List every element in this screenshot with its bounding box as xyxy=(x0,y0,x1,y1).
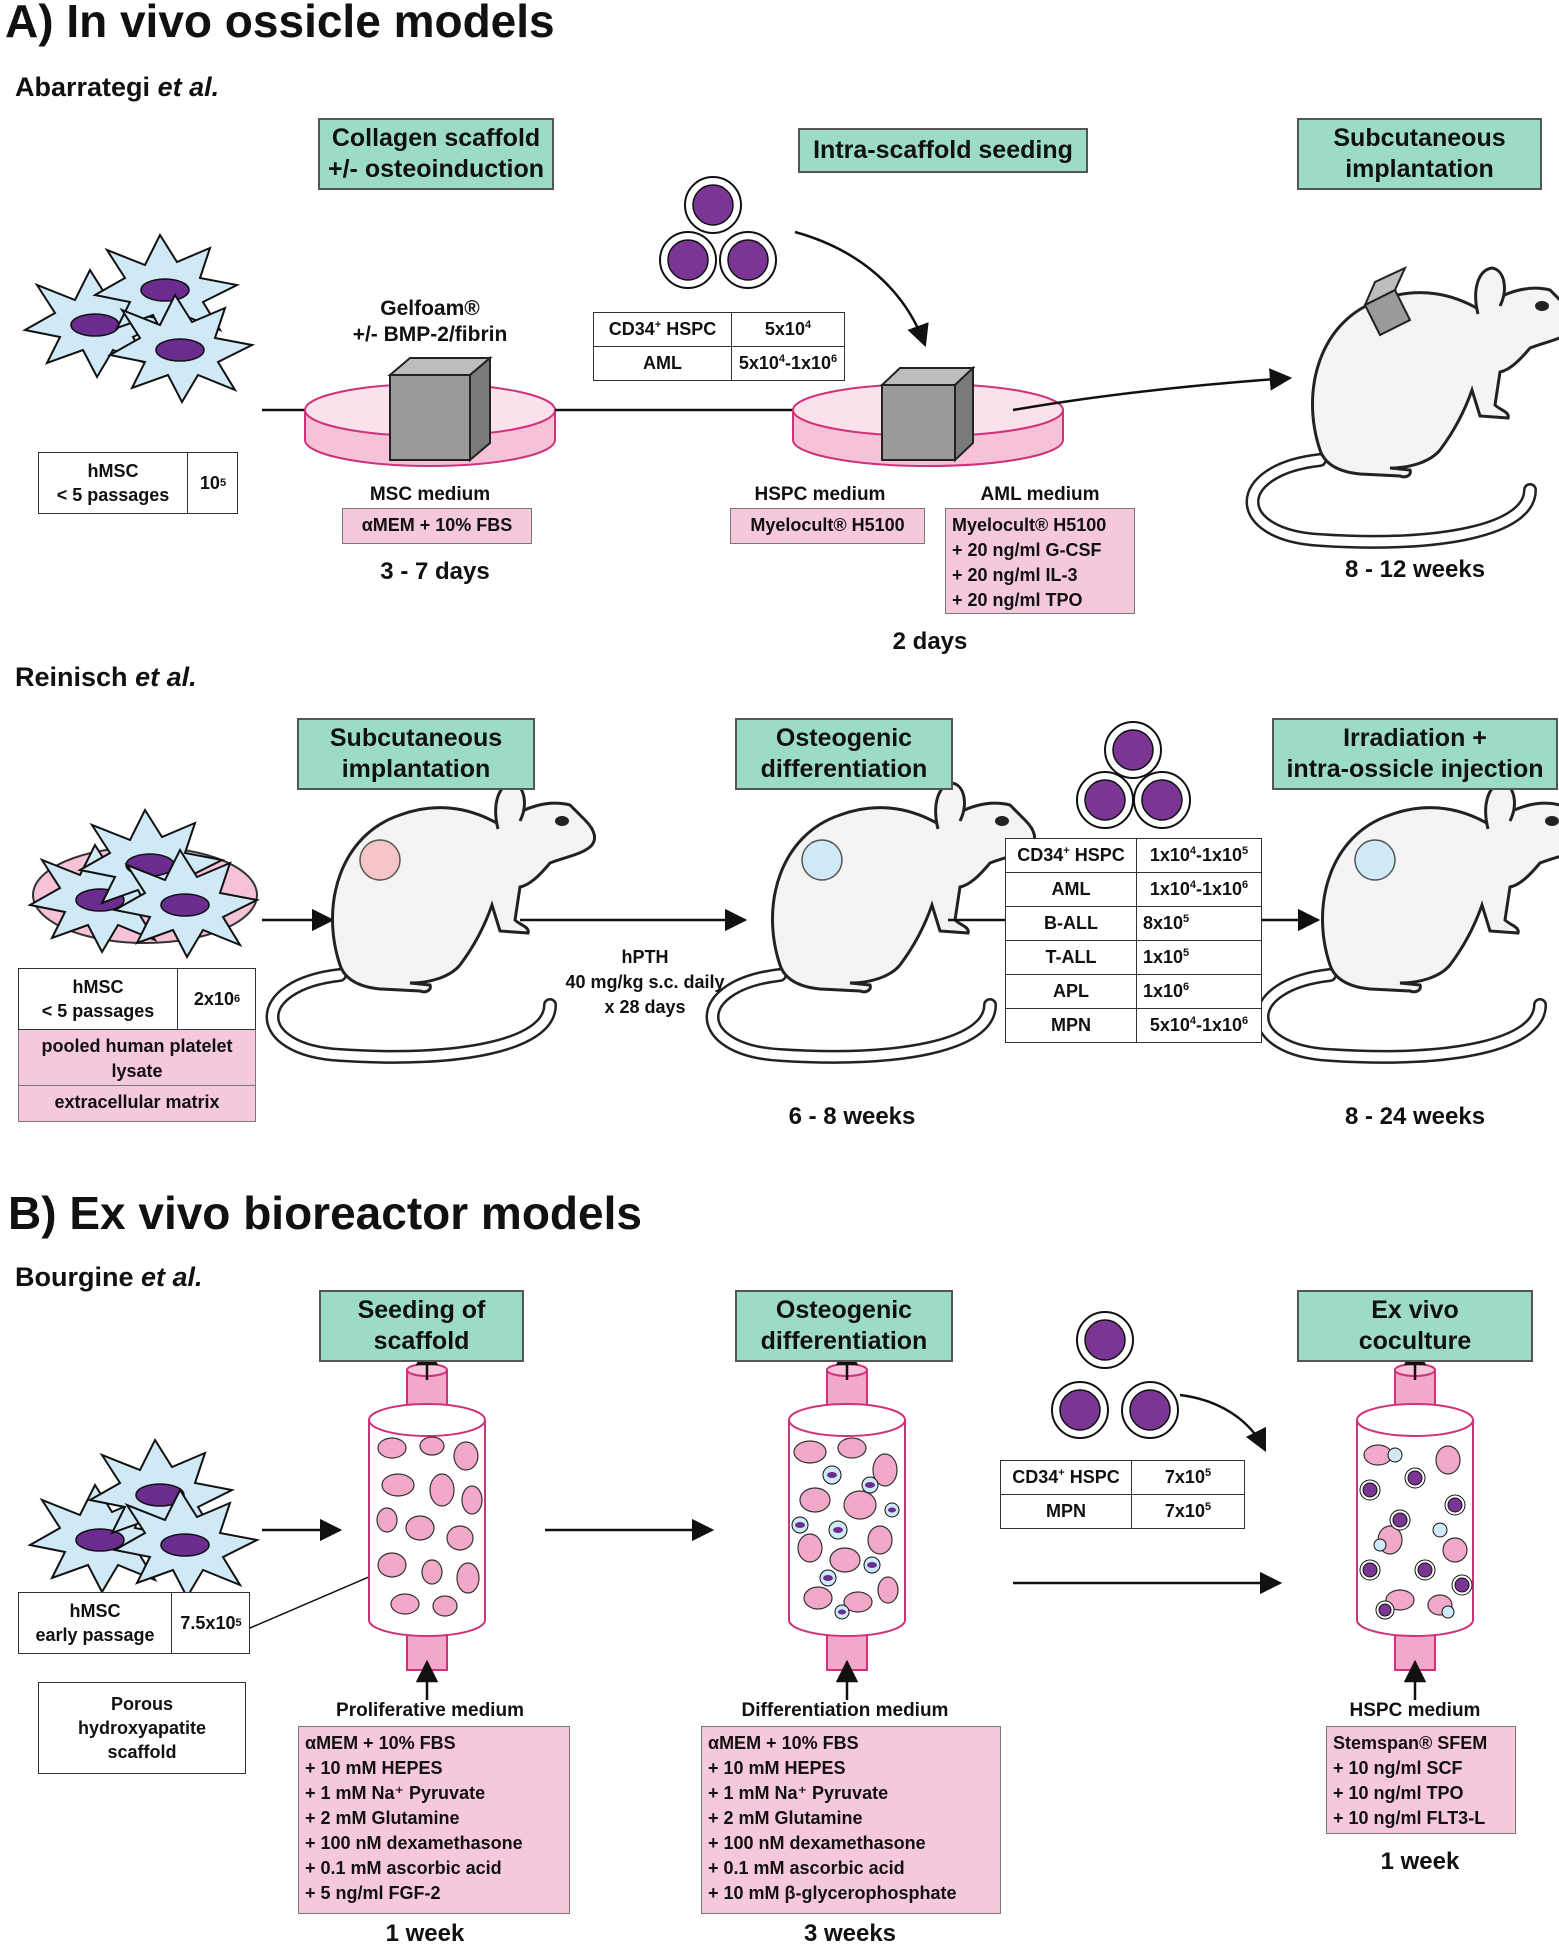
mouse-icon xyxy=(1253,268,1559,542)
extracellular-matrix-box: extracellular matrix xyxy=(18,1086,256,1122)
msc-medium-box: αMEM + 10% FBS xyxy=(342,508,532,544)
aml-medium-box: Myelocult® H5100+ 20 ng/ml G-CSF + 20 ng… xyxy=(945,508,1135,614)
injection-dose: 5x104-1x106 xyxy=(1136,1008,1262,1043)
injection-cell-type: AML xyxy=(1005,872,1137,907)
hspc-cell-icon xyxy=(1051,1381,1109,1439)
injection-dose: 1x106 xyxy=(1136,974,1262,1009)
ossicle-blue-icon xyxy=(1354,839,1396,881)
seeding-cell-type: AML xyxy=(593,346,732,381)
ossicle-blue-icon xyxy=(801,839,843,881)
bioreactor-differentiating-icon xyxy=(788,1363,906,1671)
injection-dose: 1x104-1x106 xyxy=(1136,872,1262,907)
duration-6-8-weeks: 6 - 8 weeks xyxy=(788,1103,916,1130)
hspc-cell-icon xyxy=(1121,1381,1179,1439)
aml-medium-title: AML medium xyxy=(980,484,1100,505)
duration-2-days: 2 days xyxy=(892,628,968,655)
bioreactor-coculture-icon xyxy=(1356,1363,1474,1671)
seeding-cell-type: CD34+ HSPC xyxy=(593,312,732,347)
duration-8-12-weeks: 8 - 12 weeks xyxy=(1344,556,1486,583)
section-a-title: A) In vivo ossicle models xyxy=(5,0,555,47)
msc-medium-title: MSC medium xyxy=(369,484,491,505)
coculture-dose: 7x105 xyxy=(1131,1460,1245,1495)
step-label-intra-scaffold-seeding: Intra-scaffold seeding xyxy=(798,128,1088,173)
duration-3-7-days: 3 - 7 days xyxy=(380,558,490,585)
injection-cell-type: T-ALL xyxy=(1005,940,1137,975)
hspc-cell-icon xyxy=(719,231,777,289)
coculture-dose: 7x105 xyxy=(1131,1494,1245,1529)
injection-cell-type: CD34+ HSPC xyxy=(1005,838,1137,873)
duration-3-weeks: 3 weeks xyxy=(803,1920,897,1947)
injection-cell-type: APL xyxy=(1005,974,1137,1009)
duration-1-week: 1 week xyxy=(1380,1848,1460,1875)
study-title-abarrategi: Abarrategi et al. xyxy=(15,72,220,102)
proliferative-medium-box: αMEM + 10% FBS+ 10 mM HEPES+ 1 mM Na⁺ Py… xyxy=(298,1726,570,1914)
injection-dose: 8x105 xyxy=(1136,906,1262,941)
duration-1-week: 1 week xyxy=(385,1920,465,1947)
duration-8-24-weeks: 8 - 24 weeks xyxy=(1344,1103,1486,1130)
injection-dose: 1x105 xyxy=(1136,940,1262,975)
hspc-medium-title: HSPC medium xyxy=(1349,1700,1481,1721)
hspc-cell-icon xyxy=(1104,721,1162,779)
hspc-cell-icon xyxy=(1133,771,1191,829)
proliferative-medium-title: Proliferative medium xyxy=(336,1700,524,1721)
hspc-medium-title: HSPC medium xyxy=(754,484,886,505)
step-label-collagen-scaffold: Collagen scaffold+/- osteoinduction xyxy=(318,118,554,190)
seeding-table: CD34+ HSPC 5x104 AML 5x104-1x106 xyxy=(593,312,845,381)
step-label-irradiation-injection: Irradiation +intra-ossicle injection xyxy=(1272,718,1558,790)
implanted-scaffold-icon xyxy=(1362,265,1412,337)
hspc-medium-box: Myelocult® H5100 xyxy=(730,508,925,544)
ossicle-pink-icon xyxy=(359,839,401,881)
bioreactor-empty-icon xyxy=(368,1363,486,1671)
coculture-table: CD34+ HSPC 7x105 MPN 7x105 xyxy=(1000,1460,1245,1529)
section-b-title: B) Ex vivo bioreactor models xyxy=(8,1187,642,1239)
coculture-cell-type: MPN xyxy=(1000,1494,1132,1529)
hspc-cell-icon xyxy=(1076,1311,1134,1369)
gelfoam-caption: Gelfoam®+/- BMP-2/fibrin xyxy=(352,297,508,346)
injection-cell-type: B-ALL xyxy=(1005,906,1137,941)
coculture-cell-type: CD34+ HSPC xyxy=(1000,1460,1132,1495)
hspc-cell-icon xyxy=(684,176,742,234)
injection-dose: 1x104-1x105 xyxy=(1136,838,1262,873)
gelfoam-scaffold-icon xyxy=(387,355,493,463)
hspc-cell-icon xyxy=(1076,771,1134,829)
injection-cell-type: MPN xyxy=(1005,1008,1137,1043)
seeded-scaffold-icon xyxy=(879,365,976,463)
differentiation-medium-title: Differentiation medium xyxy=(741,1700,949,1721)
differentiation-medium-box: αMEM + 10% FBS+ 10 mM HEPES+ 1 mM Na⁺ Py… xyxy=(701,1726,1001,1914)
hspc-medium-box: Stemspan® SFEM+ 10 ng/ml SCF + 10 ng/ml … xyxy=(1326,1726,1516,1834)
hspc-cell-icon xyxy=(659,231,717,289)
study-title-reinisch: Reinisch et al. xyxy=(15,662,197,692)
injection-table: CD34+ HSPC 1x104-1x105 AML 1x104-1x106 B… xyxy=(1005,838,1262,1043)
study-title-bourgine: Bourgine et al. xyxy=(15,1262,203,1292)
seeding-dose: 5x104 xyxy=(731,312,845,347)
seeding-dose: 5x104-1x106 xyxy=(731,346,845,381)
